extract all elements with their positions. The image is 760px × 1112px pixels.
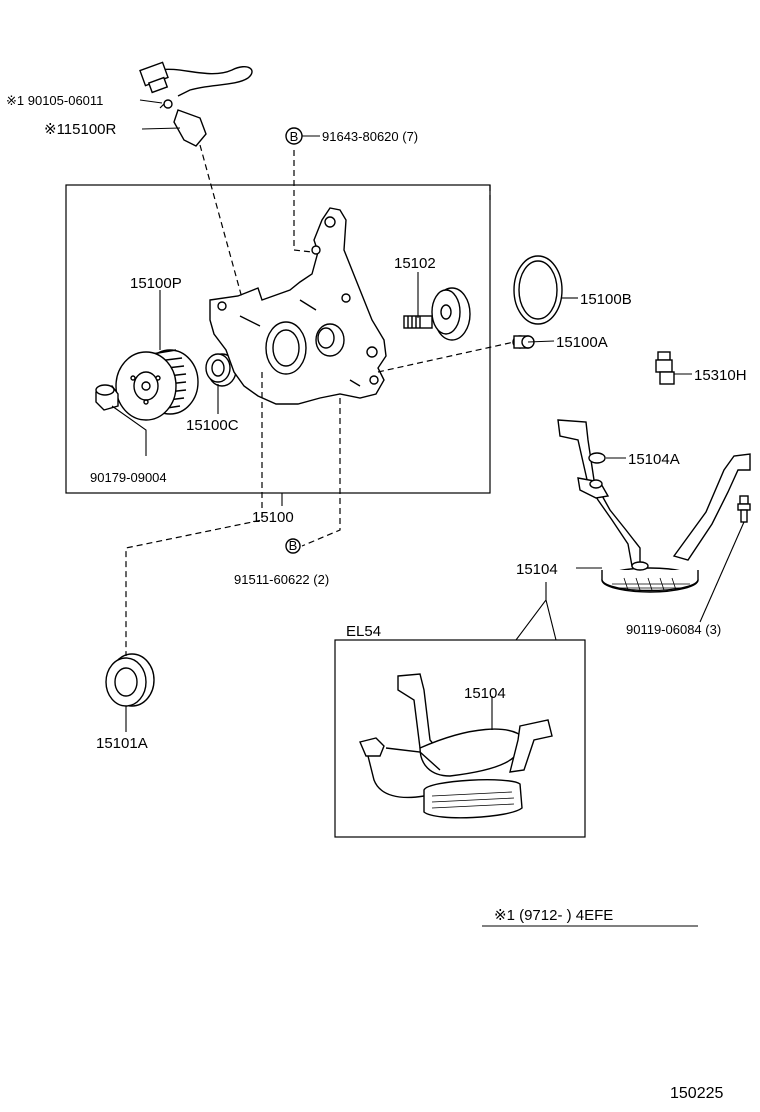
circle-b-marker-bottom: B [285,538,301,554]
label-15100a: 15100A [556,334,608,351]
plug-part [512,335,535,349]
bolt-90119-part [737,495,751,523]
figure-number: 150225 [670,1085,723,1102]
label-90119-06084: 90119-06084 (3) [626,622,721,637]
label-15100r: ※115100R [44,121,117,138]
el54-oil-strainer-part [359,673,553,819]
circle-b-label-small: B [289,538,298,553]
label-el54: EL54 [346,623,381,640]
el54-variant-box [334,639,586,838]
oil-pump-drive-gear-part [95,349,199,421]
circle-b-marker-top: B [285,127,303,145]
label-15104-el54: 15104 [464,685,506,702]
label-90105-06011: ※1 90105-06011 [6,93,103,108]
oil-pressure-sensor-part [139,61,253,147]
relief-valve-part [403,287,471,341]
oil-strainer-part [557,419,751,593]
label-15102: 15102 [394,255,436,272]
oil-pump-assembly-box [65,184,491,494]
label-15101a: 15101A [96,735,148,752]
label-15100c: 15100C [186,417,239,434]
part-15310h [655,351,675,385]
oil-seal-15100c-part [205,353,237,387]
footnote-engine-applicability: ※1 (9712- ) 4EFE [494,907,613,924]
leader-lines [111,99,745,927]
label-91643-80620: 91643-80620 (7) [322,129,418,144]
gasket-15104a-part [588,452,606,464]
label-15100b: 15100B [580,291,632,308]
label-15310h: 15310H [694,367,747,384]
label-15100: 15100 [252,509,294,526]
assembly-dashed-lines [125,144,515,656]
label-90179-09004: 90179-09004 [90,470,167,485]
label-15104a: 15104A [628,451,680,468]
label-91511-60622: 91511-60622 (2) [234,572,329,587]
oil-pump-body-part [209,207,387,405]
label-15104: 15104 [516,561,558,578]
o-ring-part [513,255,563,325]
oil-seal-15101a-part [105,653,155,707]
label-15100p: 15100P [130,275,182,292]
circle-b-label: B [290,129,299,144]
